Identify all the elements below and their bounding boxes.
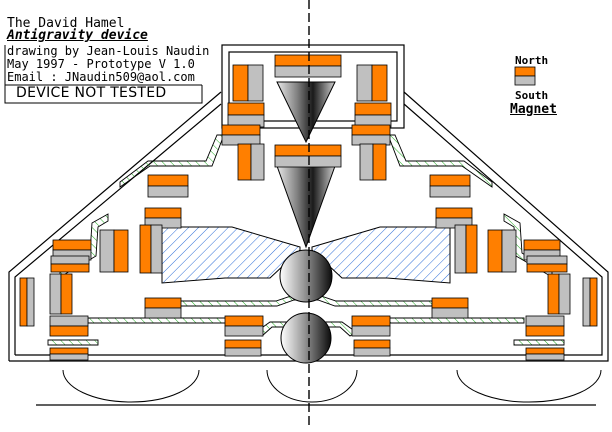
magnet-5 xyxy=(227,102,265,128)
magnet-18 xyxy=(454,224,478,274)
magnet-13 xyxy=(144,207,182,229)
status-label: DEVICE NOT TESTED xyxy=(16,85,167,101)
magnet-29 xyxy=(49,315,89,337)
magnet-8 xyxy=(351,124,391,146)
base-feet xyxy=(36,369,602,406)
magnet-21 xyxy=(50,255,90,273)
magnet-16 xyxy=(487,229,517,273)
credit-frame xyxy=(4,45,203,104)
legend-north-label: North xyxy=(515,54,549,67)
legend-south-label: South xyxy=(515,89,549,102)
magnet-array xyxy=(19,54,598,361)
magnet-35 xyxy=(49,347,89,361)
credit-line-author: drawing by Jean-Louis Naudin xyxy=(7,44,210,58)
magnet-10 xyxy=(359,143,387,181)
central-core xyxy=(276,81,336,364)
magnet-23 xyxy=(19,277,35,327)
credit-line-email: Email : JNaudin509@aol.com xyxy=(7,70,195,84)
magnet-33 xyxy=(224,339,262,357)
magnet-3 xyxy=(232,64,264,102)
legend-swatch xyxy=(514,66,536,86)
magnet-7 xyxy=(221,124,261,146)
legend-title: Magnet xyxy=(510,102,557,117)
magnet-11 xyxy=(147,174,189,198)
magnet-6 xyxy=(354,102,392,128)
magnet-12 xyxy=(429,174,471,198)
magnet-22 xyxy=(526,255,568,273)
magnet-15 xyxy=(99,229,129,273)
magnet-1 xyxy=(274,54,342,78)
magnet-27 xyxy=(144,297,182,319)
magnet-2 xyxy=(274,144,342,168)
magnet-34 xyxy=(353,339,391,357)
magnet-4 xyxy=(356,64,388,102)
magnet-36 xyxy=(525,347,565,361)
magnet-26 xyxy=(547,273,571,315)
device-title: Antigravity device xyxy=(7,28,148,43)
magnet-25 xyxy=(49,273,73,315)
magnet-24 xyxy=(582,277,598,327)
magnet-17 xyxy=(139,224,163,274)
credit-line-1: The David Hamel xyxy=(7,16,125,31)
credit-line-date: May 1997 - Prototype V 1.0 xyxy=(7,57,195,71)
magnet-14 xyxy=(435,207,473,229)
magnet-28 xyxy=(431,297,469,319)
magnet-30 xyxy=(525,315,565,337)
magnet-9 xyxy=(237,143,265,181)
magnet-31 xyxy=(224,315,264,337)
magnet-32 xyxy=(351,315,391,337)
pole-pieces xyxy=(161,226,451,284)
